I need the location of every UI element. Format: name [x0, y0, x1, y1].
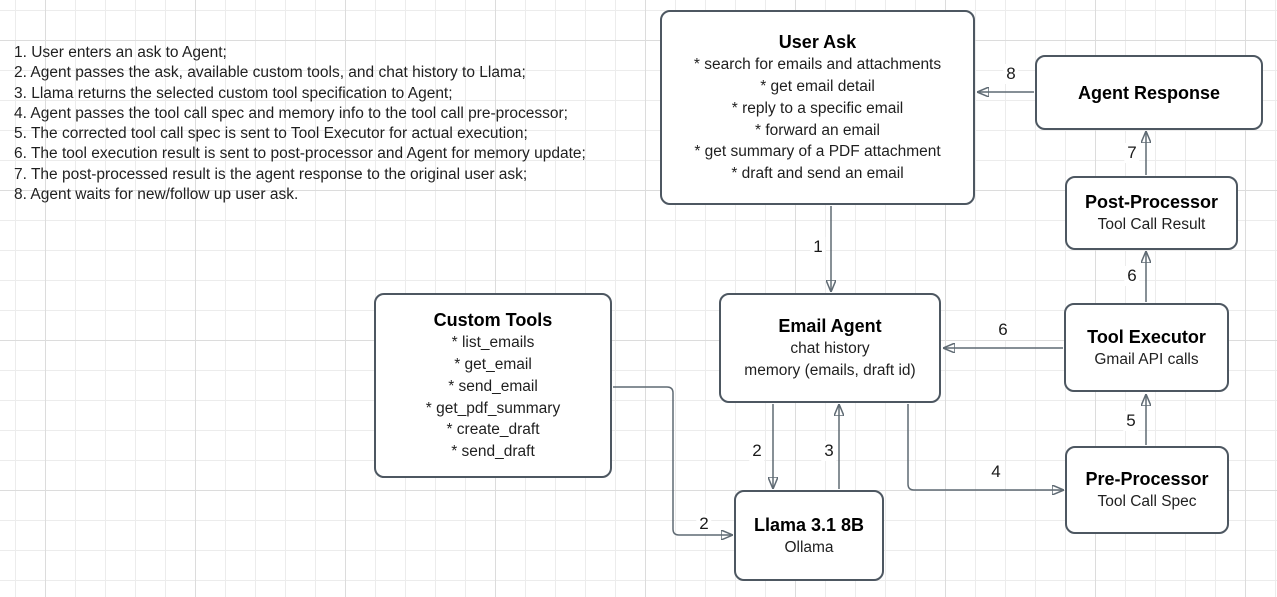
edge-label-step2-agent: 2 — [749, 441, 765, 461]
node-line: * send_draft — [451, 442, 535, 460]
node-title: Agent Response — [1077, 82, 1221, 103]
node-subtitle: Tool Call Result — [1097, 216, 1206, 234]
node-post-processor[interactable]: Post-Processor Tool Call Result — [1065, 176, 1238, 250]
node-tool-executor[interactable]: Tool Executor Gmail API calls — [1064, 303, 1229, 392]
edge-label-step1: 1 — [810, 237, 826, 257]
note-line: 6. The tool execution result is sent to … — [14, 145, 586, 163]
note-line: 7. The post-processed result is the agen… — [14, 165, 528, 183]
note-line: 2. Agent passes the ask, available custo… — [14, 64, 526, 82]
node-title: Llama 3.1 8B — [753, 514, 865, 535]
node-user-ask[interactable]: User Ask * search for emails and attachm… — [660, 10, 975, 205]
node-subtitle: Tool Call Spec — [1097, 493, 1197, 511]
node-agent-response[interactable]: Agent Response — [1035, 55, 1263, 130]
node-email-agent[interactable]: Email Agent chat history memory (emails,… — [719, 293, 941, 403]
note-line: 1. User enters an ask to Agent; — [14, 44, 227, 61]
edge-step2-tools-to-llama — [613, 386, 733, 535]
node-line: * search for emails and attachments — [693, 56, 942, 74]
node-line: * forward an email — [755, 121, 880, 139]
node-subtitle: Gmail API calls — [1094, 350, 1199, 368]
node-line: * reply to a specific email — [731, 99, 904, 117]
node-title: User Ask — [778, 32, 857, 53]
note-line: 3. Llama returns the selected custom too… — [14, 84, 453, 102]
node-line: chat history — [790, 340, 870, 358]
note-line: 8. Agent waits for new/follow up user as… — [14, 186, 299, 204]
node-title: Email Agent — [778, 316, 882, 337]
node-line: * get_email — [454, 356, 532, 374]
node-llama[interactable]: Llama 3.1 8B Ollama — [734, 490, 884, 581]
node-title: Tool Executor — [1087, 326, 1206, 347]
edge-step4 — [907, 404, 1064, 490]
node-line: * send_email — [448, 377, 538, 395]
note-line: 5. The corrected tool call spec is sent … — [14, 125, 528, 143]
edge-label-step6-horizontal: 6 — [995, 320, 1011, 340]
node-custom-tools[interactable]: Custom Tools * list_emails * get_email *… — [374, 293, 612, 478]
node-title: Pre-Processor — [1085, 469, 1209, 490]
node-line: * get summary of a PDF attachment — [694, 143, 941, 161]
edge-label-step6-vertical: 6 — [1124, 266, 1140, 286]
node-line: * create_draft — [446, 421, 540, 439]
node-line: * list_emails — [451, 334, 535, 352]
node-line: memory (emails, draft id) — [744, 362, 916, 379]
node-subtitle: Ollama — [784, 538, 834, 556]
edge-label-step4: 4 — [988, 462, 1004, 482]
node-line: * get email detail — [760, 78, 875, 96]
node-line: * draft and send an email — [731, 164, 904, 182]
node-title: Post-Processor — [1084, 192, 1219, 213]
node-line: * get_pdf_summary — [425, 399, 561, 417]
node-pre-processor[interactable]: Pre-Processor Tool Call Spec — [1065, 446, 1229, 534]
edge-label-step5: 5 — [1123, 411, 1139, 431]
node-title: Custom Tools — [433, 310, 553, 331]
edge-label-step2-tools: 2 — [696, 514, 712, 534]
edge-label-step7: 7 — [1124, 143, 1140, 163]
note-line: 4. Agent passes the tool call spec and m… — [14, 104, 568, 122]
edge-label-step8: 8 — [1003, 64, 1019, 84]
edge-label-step3: 3 — [821, 441, 837, 461]
process-notes: 1. User enters an ask to Agent; 2. Agent… — [14, 43, 586, 205]
